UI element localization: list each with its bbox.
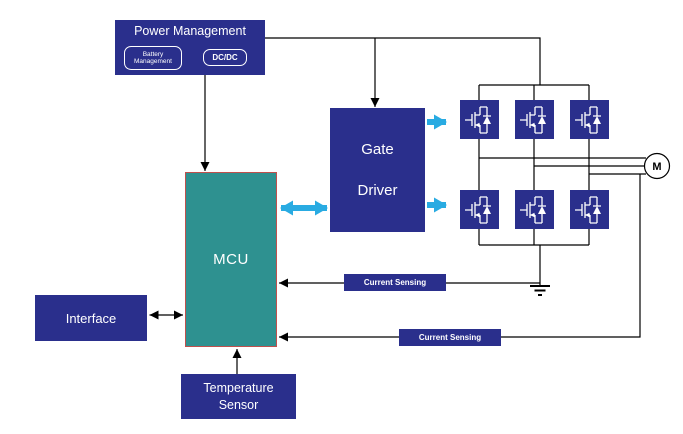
bridge-bottom-rail: [478, 229, 590, 285]
ground-symbol: [530, 285, 550, 296]
battery-management-label-line2: Management: [134, 58, 172, 65]
mcu-block: MCU: [185, 172, 277, 347]
gate-driver-block: Gate Driver: [330, 108, 425, 232]
transistor-q6: [569, 189, 610, 230]
gate-driver-label-line1: Gate: [361, 141, 394, 158]
power-management-block: Power Management Battery Management DC/D…: [115, 20, 265, 75]
battery-management-label-line1: Battery: [142, 50, 164, 58]
interface-label: Interface: [65, 310, 117, 326]
temperature-sensor-label-line1: Temperature: [203, 381, 274, 396]
mcu-label: MCU: [213, 251, 249, 268]
bridge-phase-verticals: [478, 139, 590, 190]
bridge-top-rail: [478, 84, 590, 100]
inverter-bridge: [459, 99, 610, 230]
current-sensing-bottom-label: Current Sensing: [399, 329, 501, 346]
current-sensing-top-label: Current Sensing: [344, 274, 446, 291]
motor-symbol: M: [643, 152, 671, 180]
interface-block: Interface: [35, 295, 147, 341]
battery-management-block: Battery Management: [124, 46, 182, 70]
transistor-q4: [459, 189, 500, 230]
motor-label: M: [652, 161, 661, 173]
temperature-sensor-block: Temperature Sensor: [181, 374, 296, 419]
phase-lines-to-motor: [479, 157, 646, 175]
dcdc-block: DC/DC: [203, 49, 247, 66]
transistor-q1: [459, 99, 500, 140]
gate-driver-label-line2: Driver: [357, 182, 398, 199]
power-management-title: Power Management: [134, 24, 246, 38]
transistor-q3: [569, 99, 610, 140]
wire-pm-to-bridge: [265, 37, 541, 85]
transistor-q5: [514, 189, 555, 230]
transistor-q2: [514, 99, 555, 140]
temperature-sensor-label-line2: Sensor: [218, 397, 259, 412]
